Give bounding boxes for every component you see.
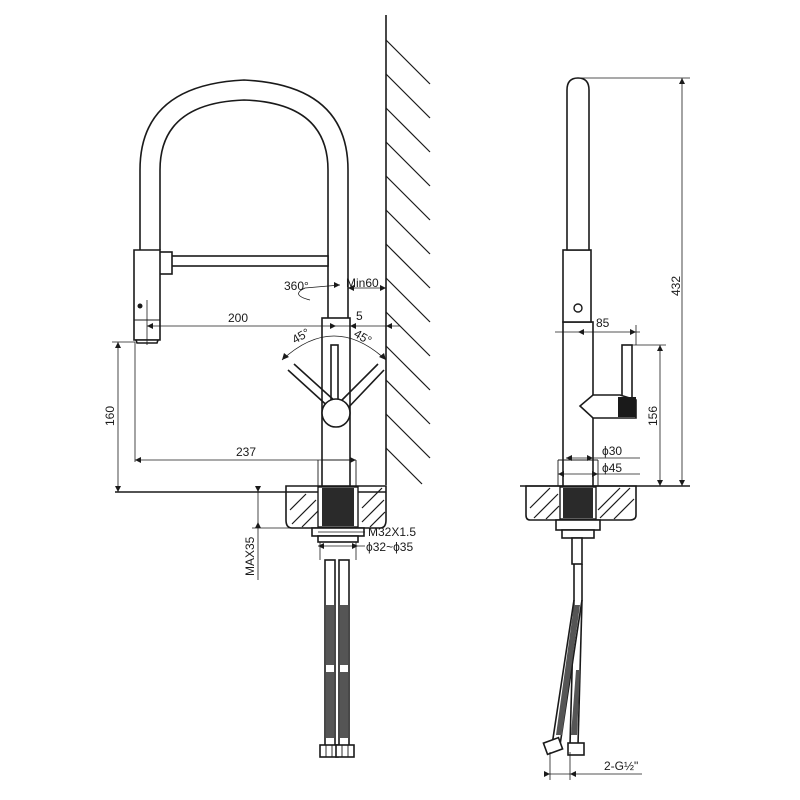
base-diameter-label: ϕ45 — [602, 461, 622, 475]
depth-dimension: 85 — [555, 316, 640, 345]
side-hoses — [542, 564, 585, 756]
front-view: 360° Min60 200 5 45° 45° — [103, 79, 416, 758]
reach-label: 200 — [228, 311, 248, 325]
front-lever-handles — [287, 344, 385, 428]
handle-height-dimension: 156 — [632, 344, 666, 486]
base-width-dimension: 237 — [135, 445, 356, 463]
side-fixing-nut — [555, 519, 601, 565]
front-arched-spout — [139, 79, 349, 318]
angle-right-label: 45° — [352, 326, 375, 347]
side-faucet-body — [557, 77, 599, 487]
side-counter — [520, 485, 690, 521]
deck-label: MAX35 — [243, 536, 257, 576]
spout-diameter-label: ϕ30 — [602, 444, 622, 458]
front-spout-arm — [149, 251, 329, 275]
total-height-dimension: 432 — [578, 77, 690, 486]
wall-hatching — [385, 39, 431, 485]
base-width-label: 237 — [236, 445, 256, 459]
front-counter — [115, 485, 387, 529]
connection-dimension: 2-G½" — [544, 752, 642, 780]
side-handle — [578, 344, 637, 419]
wall-gap-dimension: Min60 — [346, 276, 386, 291]
side-view: 432 85 156 ϕ30 ϕ45 — [520, 77, 690, 780]
wall-gap-label: Min60 — [346, 276, 379, 290]
hole-label: ϕ32~ϕ35 — [366, 540, 413, 554]
depth-label: 85 — [596, 316, 610, 330]
front-fixing-nut — [311, 527, 365, 560]
rotation-label: 360° — [284, 279, 309, 293]
height-160-label: 160 — [103, 406, 117, 426]
height-160-dimension: 160 — [103, 341, 136, 492]
front-hoses — [319, 559, 355, 758]
reach-dimension: 200 5 — [146, 300, 400, 345]
deck-dimension: MAX35 — [243, 486, 312, 580]
thread-label: M32X1.5 — [368, 525, 416, 539]
connection-label: 2-G½" — [604, 759, 638, 773]
angle-left-label: 45° — [290, 325, 313, 346]
thread-dimension: M32X1.5 ϕ32~ϕ35 — [318, 525, 416, 554]
handle-height-label: 156 — [646, 406, 660, 426]
rotation-dimension: 360° — [284, 279, 341, 301]
wall — [385, 15, 431, 485]
diameter-dimensions: ϕ30 ϕ45 — [558, 444, 640, 477]
offset-label: 5 — [356, 309, 363, 323]
total-height-label: 432 — [669, 276, 683, 296]
